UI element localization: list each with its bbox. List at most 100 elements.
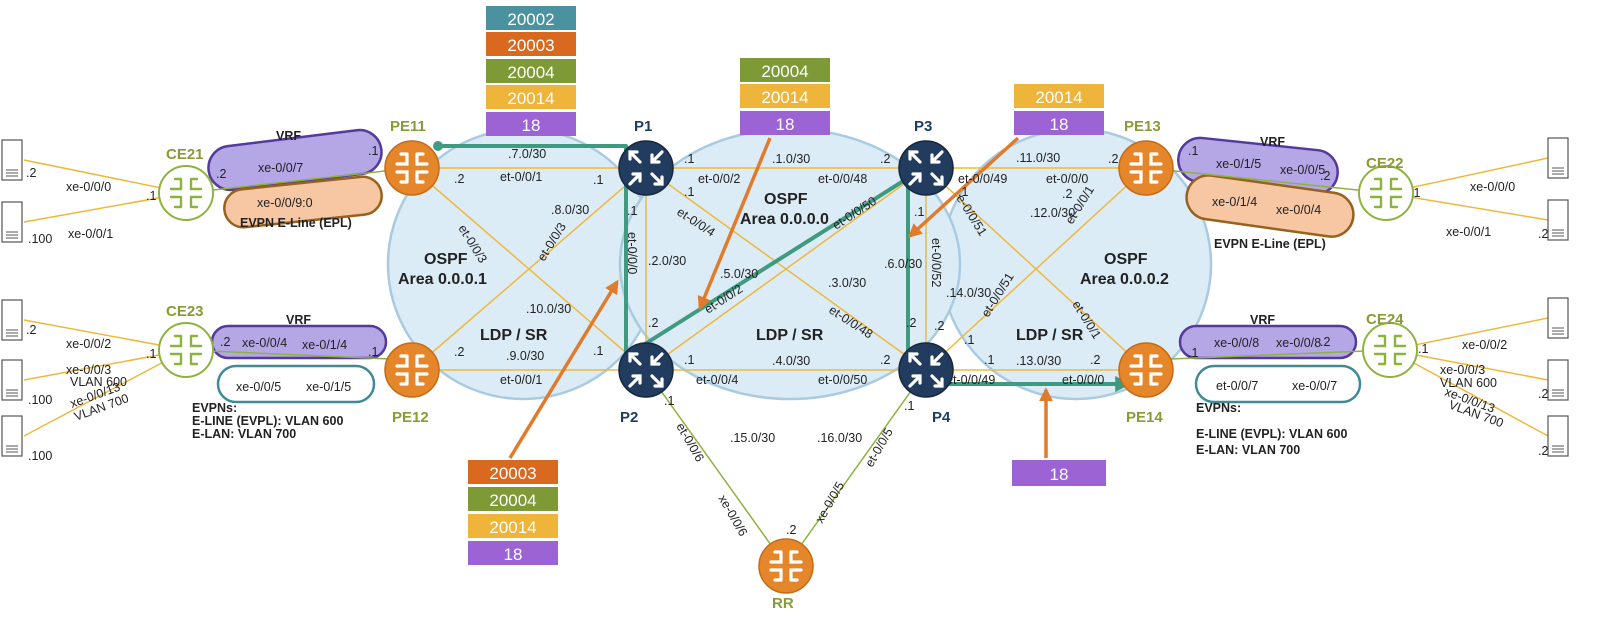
interface-label: et-0/0/48 — [818, 172, 867, 186]
node-names: PE11 PE12 PE13 PE14 P1 P2 P3 P4 RR CE21 … — [166, 118, 1404, 612]
interface-label: .2 — [1108, 152, 1118, 166]
interface-label: xe-0/0/2 — [66, 337, 111, 351]
ce24-evpns-eline: E-LINE (EVPL): VLAN 600 — [1196, 427, 1347, 441]
vrf-oval-ce24 — [1178, 324, 1358, 360]
interface-label: .16.0/30 — [817, 431, 862, 445]
label-stack-5: 18 — [1012, 460, 1106, 486]
interface-label: et-0/0/0 — [1062, 373, 1104, 387]
ce22-vrf-if-b: xe-0/0/5 — [1280, 163, 1325, 177]
interface-label: et-0/0/0 — [1046, 172, 1088, 186]
server-icon — [1547, 359, 1569, 401]
stack-1-text-4: 20014 — [507, 89, 554, 108]
ce24-router-icon[interactable] — [1361, 321, 1419, 379]
interface-label: .2 — [216, 167, 226, 181]
ce22-vrf-if-a: xe-0/1/5 — [1216, 157, 1261, 171]
interface-label: xe-0/0/2 — [1462, 338, 1507, 352]
interface-label: .2 — [454, 345, 464, 359]
interface-label: .100 — [28, 393, 52, 407]
interface-label: .11.0/30 — [1016, 151, 1060, 165]
server-icon — [1, 359, 23, 401]
stack-4-label-3 — [468, 514, 558, 538]
core-links — [411, 167, 1147, 371]
p2-router-icon[interactable] — [617, 341, 675, 399]
pe12-name: PE12 — [392, 409, 429, 426]
server-icon — [1547, 137, 1569, 179]
p1-router-icon[interactable] — [617, 139, 675, 197]
interface-label: xe-0/0/1 — [68, 227, 113, 241]
ce24-vrf-if-b: xe-0/0/8 — [1276, 336, 1321, 350]
epl-oval-ce21 — [223, 175, 383, 229]
rr-name: RR — [772, 595, 794, 612]
area2-title-2: Area 0.0.0.2 — [1080, 271, 1169, 288]
pe11-router-icon[interactable] — [383, 139, 441, 197]
ce22-epl-if-a: xe-0/1/4 — [1212, 195, 1257, 209]
p3-router-icon[interactable] — [897, 139, 955, 197]
stack-1-label-4 — [486, 85, 576, 109]
stack-2-label-2 — [740, 84, 830, 108]
interface-label: xe-0/0/3 — [1440, 363, 1485, 377]
ce24-evpns-elan: E-LAN: VLAN 700 — [1196, 443, 1300, 457]
interface-label: .15.0/30 — [730, 431, 775, 445]
stack-4-label-1 — [468, 460, 558, 484]
pe13-name: PE13 — [1124, 118, 1161, 135]
pe11-name: PE11 — [390, 118, 426, 135]
pe14-name: PE14 — [1126, 409, 1163, 426]
stack-1-text-2: 20003 — [507, 36, 554, 55]
interface-label: .1 — [368, 144, 378, 158]
stack-4-text-1: 20003 — [489, 464, 536, 483]
ce24-name: CE24 — [1366, 311, 1404, 328]
interface-label: .2 — [648, 316, 658, 330]
stack-4-label-4 — [468, 541, 558, 565]
stack-2-text-3: 18 — [776, 115, 795, 134]
ce23-service-ovals: xe-0/0/4 xe-0/1/4 xe-0/0/5 xe-0/1/5 VRF … — [185, 313, 413, 441]
p4-router-icon[interactable] — [897, 341, 955, 399]
ldp-sr-area0: LDP / SR — [756, 327, 824, 344]
stack-1-text-3: 20004 — [507, 63, 554, 82]
ce23-vrf-if-b: xe-0/1/4 — [302, 338, 347, 352]
interface-label: et-0/0/49 — [958, 172, 1007, 186]
interface-label: .1 — [964, 333, 974, 347]
pe14-router-icon[interactable] — [1117, 341, 1175, 399]
interface-label: xe-0/0/0 — [66, 180, 111, 194]
interface-label: .5.0/30 — [720, 267, 758, 281]
ce24-evpns-title: EVPNs: — [1196, 401, 1241, 415]
evpn-oval-ce24 — [1194, 364, 1362, 404]
interface-label: et-0/0/1 — [500, 373, 542, 387]
interface-label: xe-0/0/0 — [1470, 180, 1515, 194]
ce21-router-icon[interactable] — [157, 164, 215, 222]
interface-label: .3.0/30 — [828, 276, 866, 290]
stack-1-text-1: 20002 — [507, 10, 554, 29]
ce22-router-icon[interactable] — [1357, 164, 1415, 222]
interface-label: .2 — [906, 316, 916, 330]
interface-label: .1 — [958, 185, 968, 199]
ce23-router-icon[interactable] — [157, 321, 215, 379]
p4-name: P4 — [932, 409, 951, 426]
ce23-vrf-label: VRF — [286, 313, 311, 327]
stack-2-label-3 — [740, 111, 830, 135]
stack-2-text-1: 20004 — [761, 62, 808, 81]
interface-label: .12.0/30 — [1030, 206, 1075, 220]
link-interface-label: et-0/0/52 — [929, 238, 943, 287]
vrf-oval-ce23 — [210, 324, 388, 360]
interface-label: .2 — [454, 172, 464, 186]
area0-title-1: OSPF — [764, 191, 808, 208]
stack-1-label-2 — [486, 32, 576, 56]
interface-label: et-0/0/49 — [946, 373, 995, 387]
server-icon — [1547, 199, 1569, 241]
pe12-router-icon[interactable] — [383, 341, 441, 399]
interface-label: .2 — [1320, 169, 1330, 183]
interface-label: et-0/0/4 — [696, 373, 738, 387]
stack-2-text-2: 20014 — [761, 88, 808, 107]
ce21-name: CE21 — [166, 146, 204, 163]
interface-label: .2 — [1090, 353, 1100, 367]
interface-label: .4.0/30 — [772, 354, 810, 368]
ce22-vrf-label: VRF — [1260, 135, 1285, 149]
interface-label: et-0/0/2 — [698, 172, 740, 186]
ce24-evpn-if-a: et-0/0/7 — [1216, 379, 1258, 393]
ce23-vrf-if-a: xe-0/0/4 — [242, 336, 287, 350]
stack-1-label-3 — [486, 59, 576, 83]
pe13-router-icon[interactable] — [1117, 139, 1175, 197]
stack-4-text-4: 18 — [504, 545, 523, 564]
stack-5-label-1 — [1012, 460, 1106, 486]
rr-router-icon[interactable] — [757, 537, 815, 595]
